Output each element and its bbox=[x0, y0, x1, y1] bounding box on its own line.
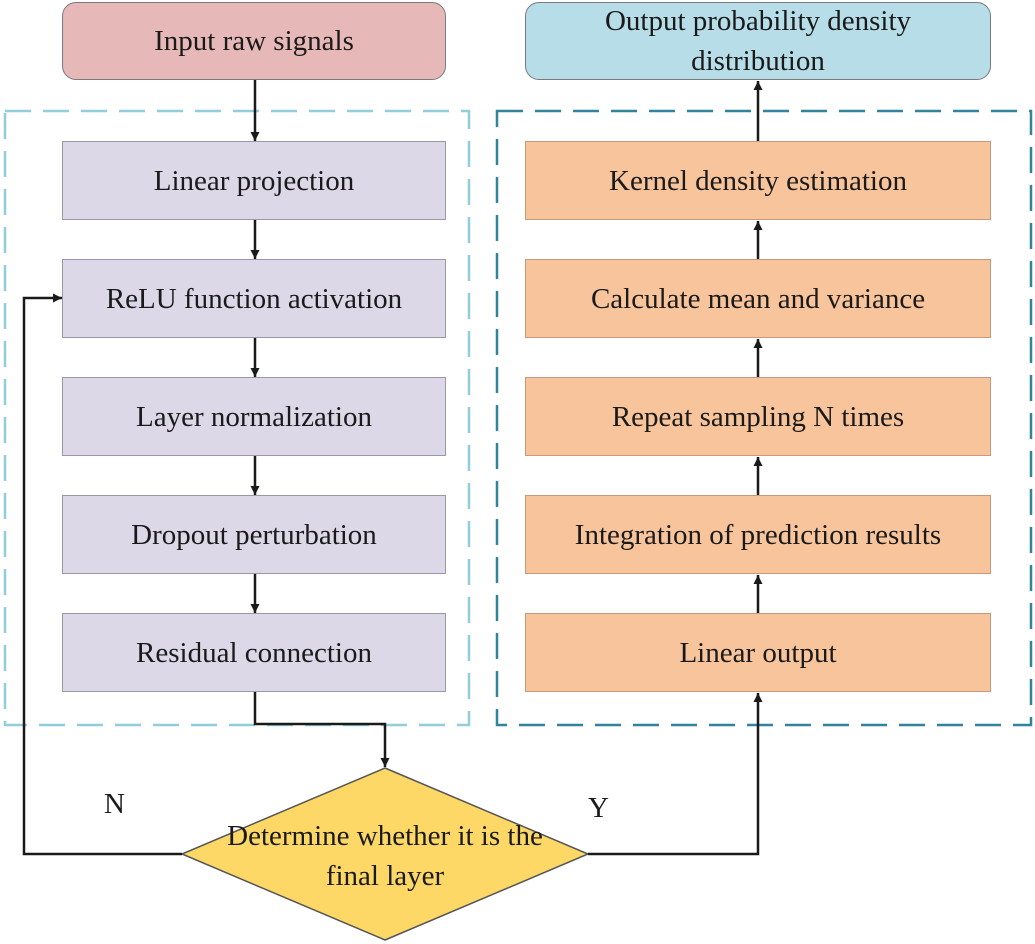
arrow-yes-to-linear-output bbox=[588, 693, 763, 856]
step-layer-normalization: Layer normalization bbox=[62, 377, 446, 456]
step-linear-output: Linear output bbox=[525, 613, 991, 692]
left-group-frame bbox=[3, 109, 471, 727]
step-mean-variance: Calculate mean and variance bbox=[525, 259, 991, 338]
branch-label-yes: Y bbox=[588, 792, 609, 824]
decision-diamond bbox=[180, 767, 590, 941]
arrow-residual-to-decision bbox=[253, 692, 390, 767]
step-kernel-density-estimation: Kernel density estimation bbox=[525, 141, 991, 220]
step-relu-activation: ReLU function activation bbox=[62, 259, 446, 338]
step-residual-connection: Residual connection bbox=[62, 613, 446, 692]
branch-label-no: N bbox=[104, 788, 125, 820]
step-dropout-perturbation: Dropout perturbation bbox=[62, 495, 446, 574]
step-linear-projection: Linear projection bbox=[62, 141, 446, 220]
step-integration-results: Integration of prediction results bbox=[525, 495, 991, 574]
input-terminal: Input raw signals bbox=[62, 2, 446, 80]
step-repeat-sampling: Repeat sampling N times bbox=[525, 377, 991, 456]
output-terminal: Output probability density distribution bbox=[525, 2, 991, 80]
right-group-frame bbox=[495, 109, 1033, 727]
decision-label: Determine whether it is the final layer bbox=[227, 820, 543, 892]
arrow-no-loop-to-relu bbox=[22, 293, 182, 856]
